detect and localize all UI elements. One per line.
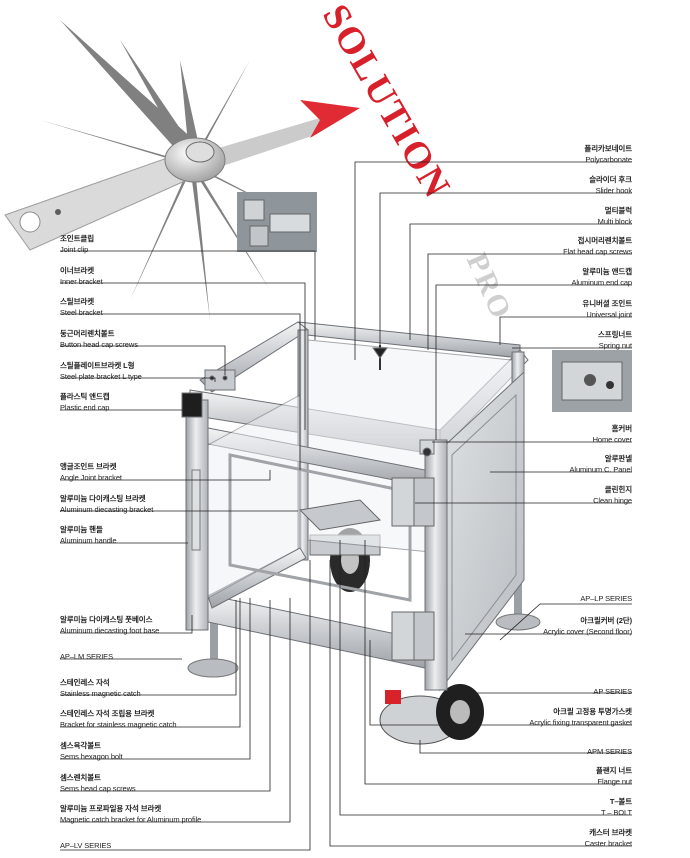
label-ap-lm-series: AP–LM SERIES [60,652,113,661]
leader-lines [60,161,632,851]
compass-icon [4,20,360,320]
cabinet-frame [181,321,529,692]
label-apm-series: APM SERIES [587,747,632,756]
spring-nut-photo-inset [552,350,632,412]
label-acrylic-cover: 아크릴커버 (2단)Acrylic cover (Second floor) [543,616,632,636]
label-ap-lp-series: AP–LP SERIES [580,594,632,603]
label-ap-series: AP SERIES [593,687,632,696]
profile-photo-inset [237,192,317,252]
label-ap-lv-series: AP–LV SERIES [60,841,112,850]
